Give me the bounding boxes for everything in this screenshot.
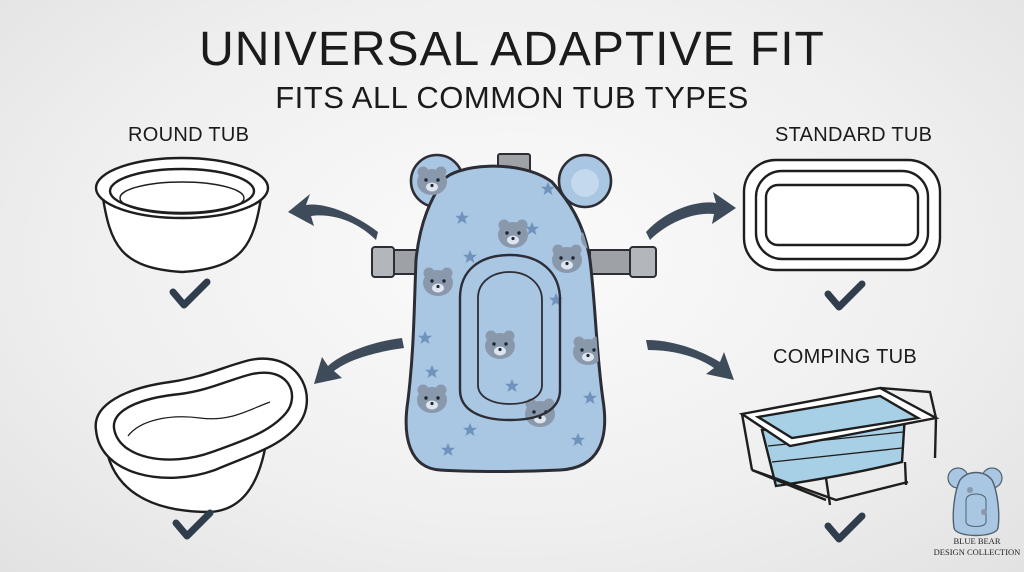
comping-tub-illustration	[738, 386, 940, 506]
page-subtitle: FITS ALL COMMON TUB TYPES	[275, 80, 749, 115]
baby-tub-illustration	[94, 357, 309, 514]
baby-tub-check-icon	[176, 513, 210, 536]
standard-tub-illustration	[742, 158, 942, 272]
round-tub-check-icon	[173, 282, 207, 305]
bath-seat-illustration	[404, 153, 613, 473]
brand-text: BLUE BEAR DESIGN COLLECTION	[930, 536, 1024, 558]
page-title: UNIVERSAL ADAPTIVE FIT	[199, 23, 825, 76]
arrow-to-standard-tub-icon	[646, 192, 736, 240]
brand-line-1: BLUE BEAR	[953, 536, 1001, 546]
arrows	[288, 192, 736, 384]
brand-logo	[947, 467, 1003, 537]
arrow-to-baby-tub-icon	[314, 338, 404, 384]
round-tub-illustration	[94, 156, 270, 274]
arrow-to-comping-tub-icon	[646, 340, 734, 380]
comping-tub-label: COMPING TUB	[773, 346, 918, 368]
standard-tub-label: STANDARD TUB	[775, 124, 933, 146]
brand-line-2: DESIGN COLLECTION	[933, 547, 1021, 557]
arrow-to-round-tub-icon	[288, 194, 378, 240]
round-tub-label: ROUND TUB	[128, 124, 250, 146]
comping-tub-check-icon	[828, 516, 862, 539]
standard-tub-check-icon	[828, 284, 862, 307]
